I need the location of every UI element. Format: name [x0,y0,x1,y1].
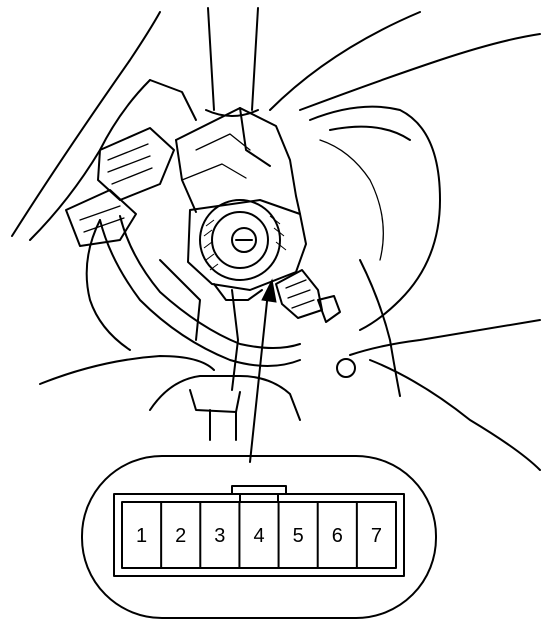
ignition-switch [187,199,307,301]
pin-label-3: 3 [214,525,225,547]
pin-label-5: 5 [293,525,304,547]
connector-pins: 1 2 3 4 5 6 7 [136,501,382,569]
pin-label-7: 7 [371,525,382,547]
pin-label-2: 2 [175,525,186,547]
pin-label-1: 1 [136,525,147,547]
leader-arrow [249,278,277,463]
wire-harness [39,215,301,441]
pin-label-6: 6 [332,525,343,547]
steering-column-drawing [11,7,541,471]
pin-label-4: 4 [253,525,264,547]
connector-callout: 1 2 3 4 5 6 7 [81,455,437,619]
switch-connector-plug [275,269,341,323]
